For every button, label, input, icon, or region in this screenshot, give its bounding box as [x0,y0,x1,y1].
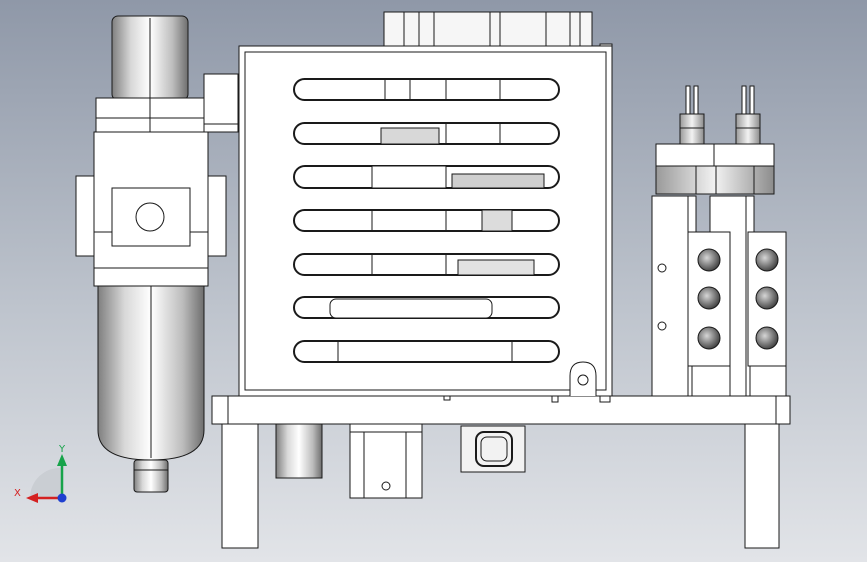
port-icon [697,326,721,350]
axis-triad-icon: Y X [14,444,67,503]
vent-slot-3 [293,165,560,189]
table-leg-right[interactable] [744,423,780,549]
port-icon [755,326,779,350]
axis-y-label: Y [58,444,66,455]
vent-slot-6 [293,296,560,319]
vent-slot-1 [293,78,560,101]
filter-regulator[interactable] [75,15,239,493]
axis-x-label: X [14,488,21,499]
lower-valve-block[interactable] [349,423,423,499]
vent-slot-7 [293,340,560,363]
port-icon [755,286,779,310]
vent-slot-5 [293,253,560,276]
port-icon [755,248,779,272]
lower-cylinder-fitting[interactable] [275,423,323,479]
port-icon [697,286,721,310]
solenoid-valve-bank[interactable] [651,85,787,397]
square-connector[interactable] [460,425,526,473]
base-plate[interactable] [211,393,791,425]
vent-slot-2 [293,122,560,145]
vent-slot-4 [293,209,560,232]
ventilated-cage[interactable] [238,45,613,397]
port-icon [697,248,721,272]
table-leg-left[interactable] [221,423,259,549]
gauge-port-icon [135,202,165,232]
